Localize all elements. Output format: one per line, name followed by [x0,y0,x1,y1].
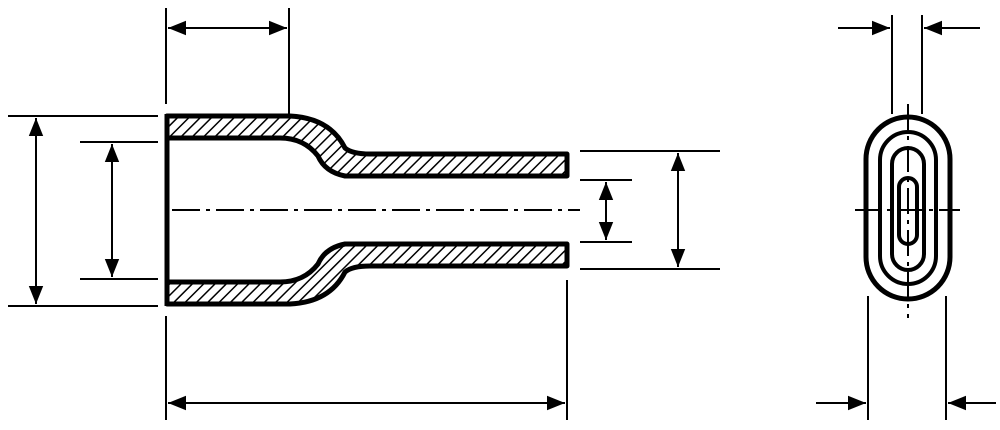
upper-wall [164,113,570,179]
end-view-extension-lines [867,15,947,420]
dimension-arrows [28,20,686,411]
extension-lines [8,8,720,420]
end-view-dimension-arrows [816,20,996,411]
side-section-view [8,8,720,420]
end-view [816,15,996,420]
lower-wall [164,241,570,307]
end-view-center-lines [855,104,960,318]
